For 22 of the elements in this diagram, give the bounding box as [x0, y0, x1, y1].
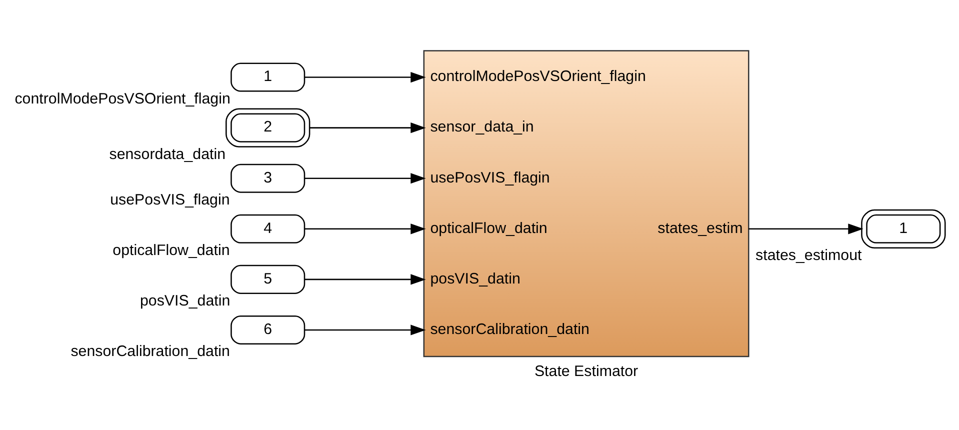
node-label: sensorCalibration_datin	[70, 343, 230, 360]
node-label: states_estimout	[756, 246, 862, 264]
arrow	[304, 173, 426, 184]
node-box: 4	[230, 214, 306, 244]
arrow	[748, 224, 864, 234]
node-box: 6	[230, 315, 306, 345]
node-label: opticalFlow_datin	[112, 242, 230, 259]
arrow	[304, 274, 426, 285]
node-box: 2	[226, 108, 310, 148]
node-box: 1	[861, 209, 946, 248]
node-label: controlModePosVSOrient_flagin	[14, 90, 230, 108]
node-label: sensordata_datin	[109, 146, 226, 163]
node-box: 1	[230, 62, 306, 92]
arrow	[310, 122, 426, 134]
node-label: usePosVIS_flagin	[110, 191, 230, 208]
node-label: State Estimator	[534, 363, 638, 380]
arrow	[304, 72, 426, 83]
node-box: 3	[230, 164, 306, 193]
node-box: 5	[230, 264, 306, 294]
node-label: posVIS_datin	[140, 292, 230, 310]
arrow	[304, 324, 426, 336]
arrow	[304, 224, 426, 234]
